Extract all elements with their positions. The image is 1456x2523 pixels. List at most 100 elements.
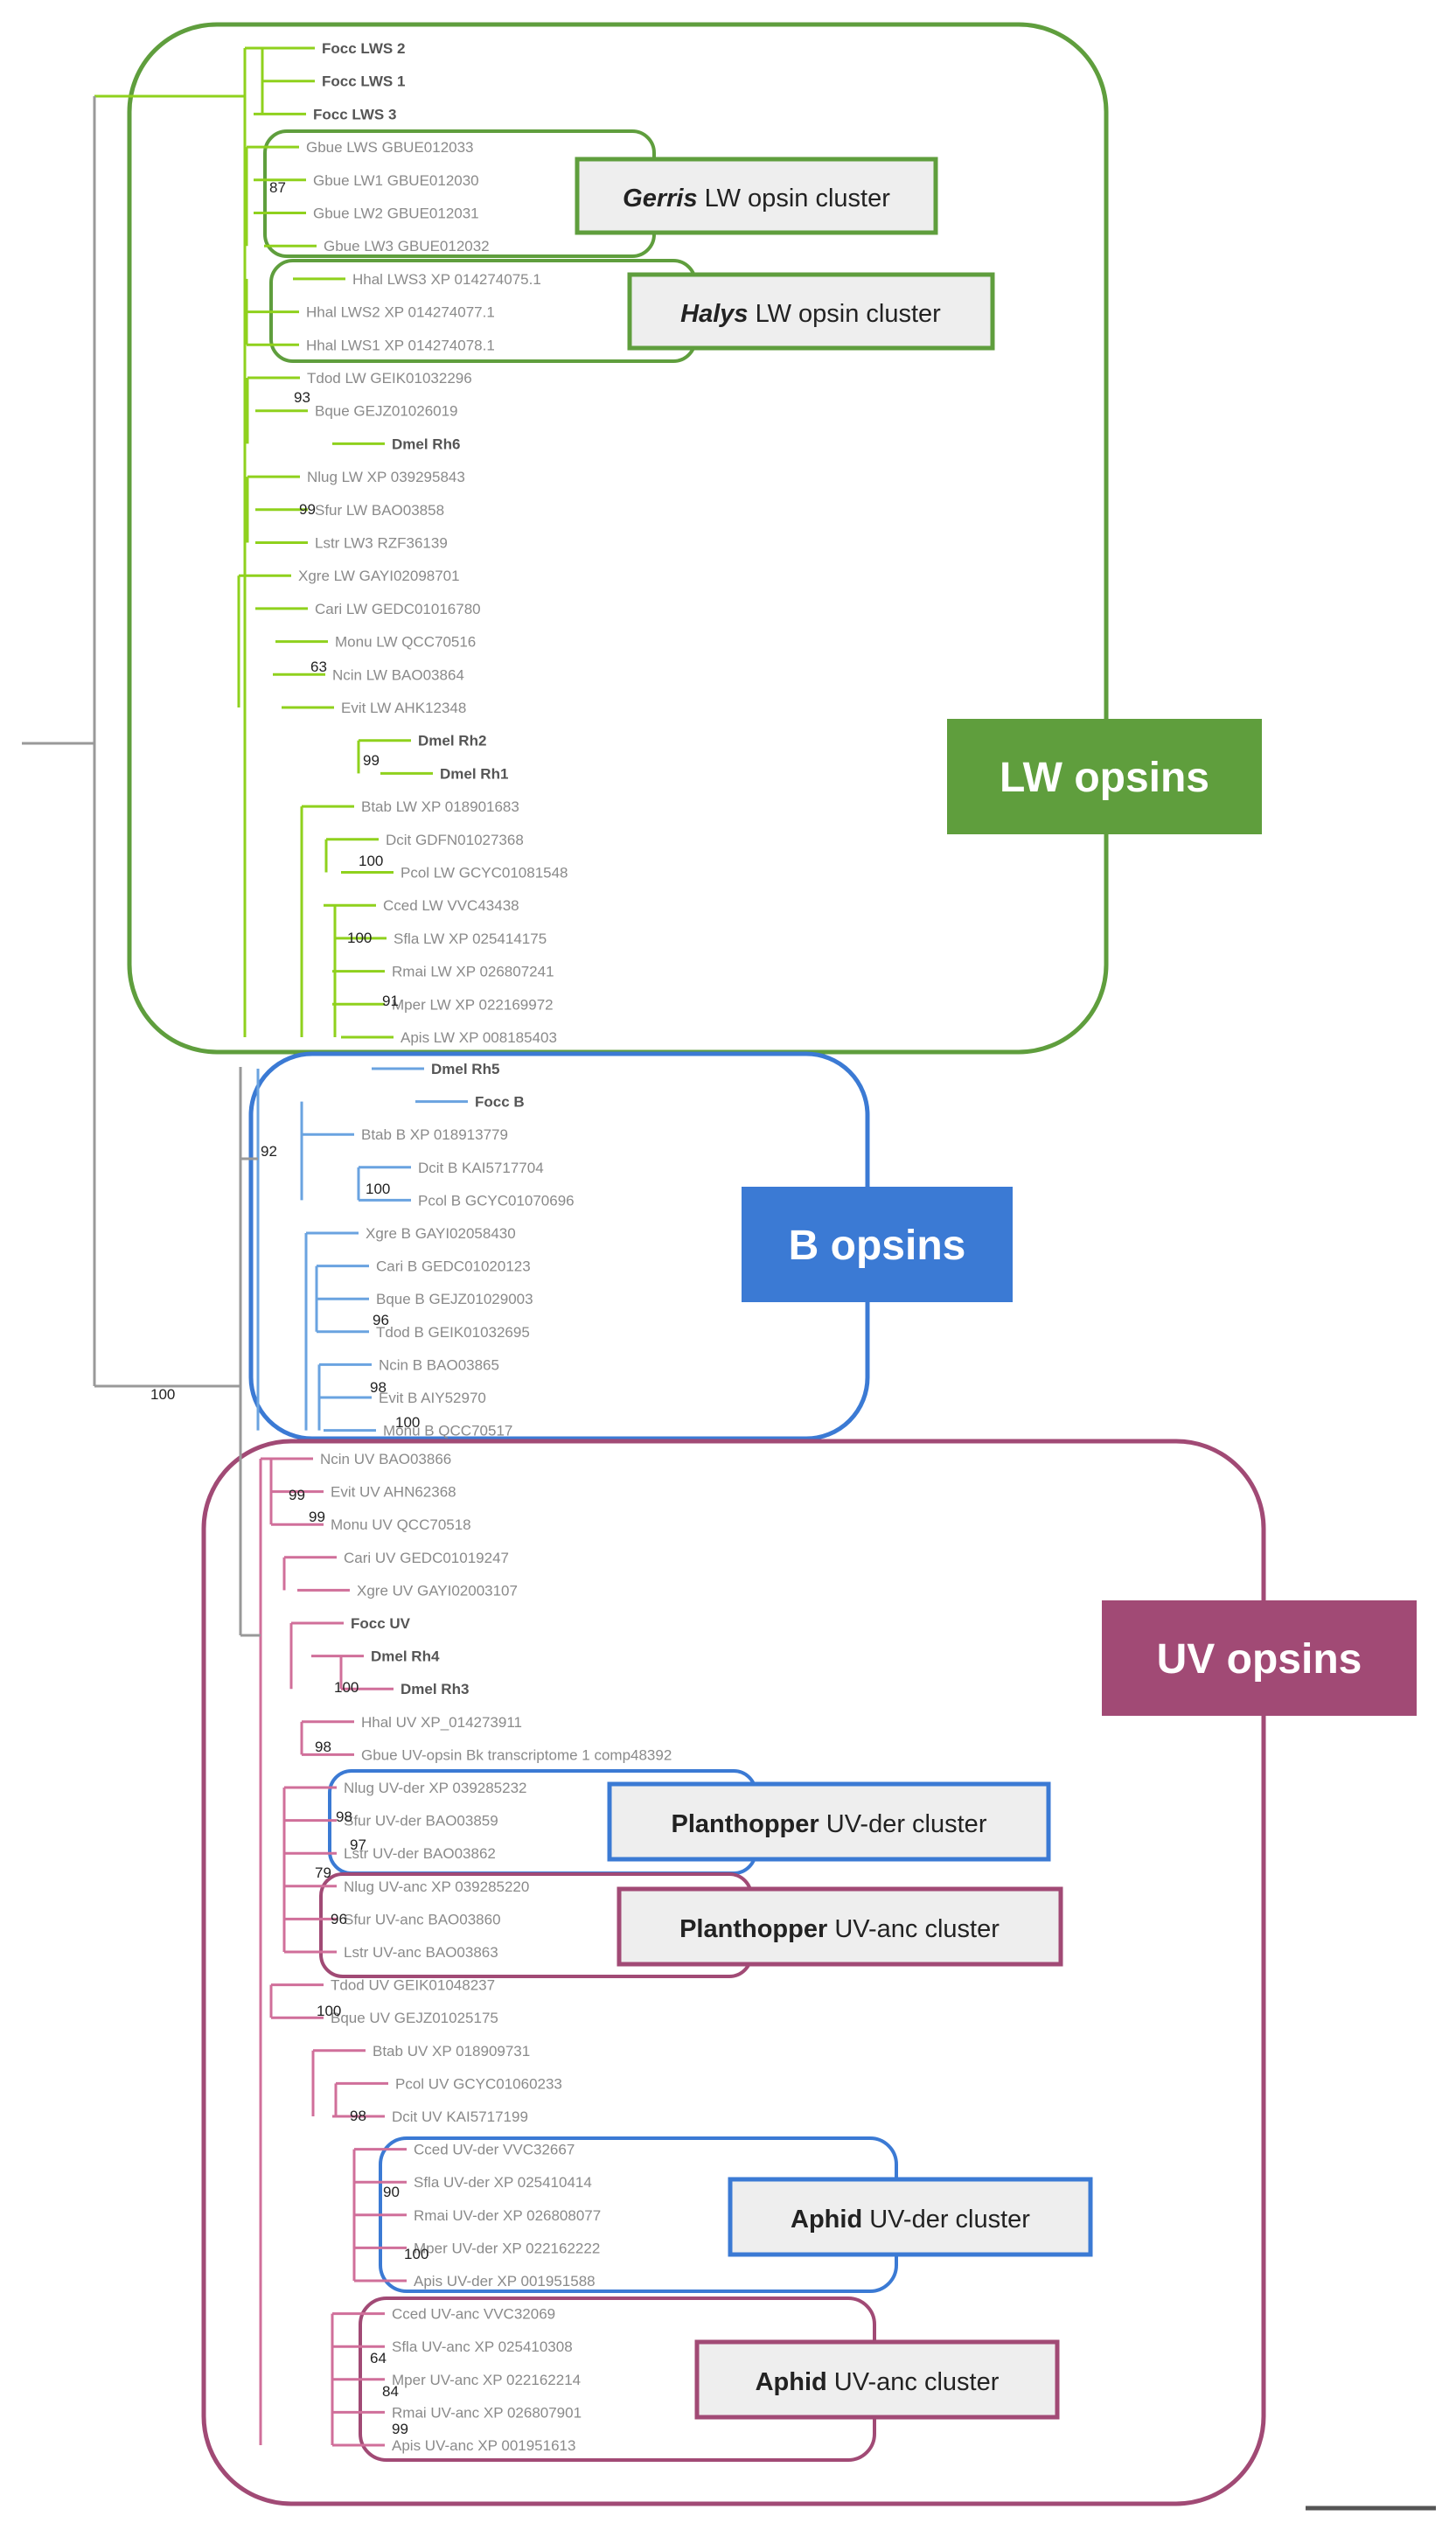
svg-text:LW opsins: LW opsins: [1000, 755, 1209, 801]
support-value: 90: [383, 2184, 400, 2200]
taxon-label: Bque B GEJZ01029003: [376, 1291, 533, 1307]
taxon-label: Ncin B BAO03865: [379, 1356, 499, 1373]
taxon-label: Btab LW XP 018901683: [361, 798, 519, 815]
taxon-label: Sfur LW BAO03858: [315, 502, 444, 519]
support-value: 99: [309, 1509, 325, 1525]
taxon-label: Lstr LW3 RZF36139: [315, 535, 448, 552]
support-value: 100: [150, 1386, 175, 1403]
support-value: 84: [382, 2383, 399, 2400]
taxon-label: Hhal UV XP_014273911: [361, 1714, 522, 1731]
taxon-label: Nlug UV-anc XP 039285220: [344, 1878, 529, 1895]
svg-text:B opsins: B opsins: [789, 1223, 966, 1269]
support-value: 98: [350, 2108, 366, 2124]
support-value: 87: [269, 179, 286, 196]
tree-branches: [22, 46, 468, 2447]
taxon-label: Mper UV-der XP 022162222: [414, 2240, 600, 2256]
support-value: 100: [404, 2246, 428, 2262]
support-value: 100: [366, 1181, 390, 1197]
taxon-label: Lstr UV-anc BAO03863: [344, 1944, 498, 1961]
taxon-label: Hhal LWS1 XP 014274078.1: [306, 337, 495, 353]
taxon-label: Sfla UV-der XP 025410414: [414, 2174, 592, 2191]
taxon-label: Dmel Rh2: [418, 733, 486, 749]
taxon-label: Cced UV-anc VVC32069: [392, 2306, 555, 2323]
taxon-label: Cari UV GEDC01019247: [344, 1550, 509, 1566]
taxon-label: Focc LWS 1: [322, 73, 405, 90]
taxon-label: Btab B XP 018913779: [361, 1126, 508, 1143]
taxon-label: Xgre UV GAYI02003107: [357, 1582, 518, 1599]
support-value: 79: [315, 1864, 331, 1881]
taxon-label: Dcit GDFN01027368: [386, 832, 524, 848]
taxon-label: Gbue LW1 GBUE012030: [313, 172, 479, 189]
taxon-label: Xgre B GAYI02058430: [366, 1225, 516, 1242]
taxon-label: Tdod UV GEIK01048237: [331, 1977, 495, 1994]
taxon-label: Cari B GEDC01020123: [376, 1258, 531, 1275]
taxon-label: Xgre LW GAYI02098701: [298, 568, 460, 584]
taxon-label: Focc UV: [351, 1615, 411, 1632]
taxon-label: Focc LWS 2: [322, 40, 405, 57]
taxon-label: Dcit B KAI5717704: [418, 1160, 544, 1176]
taxon-label: Monu UV QCC70518: [331, 1516, 471, 1533]
support-value: 100: [395, 1414, 420, 1431]
taxon-label: Apis UV-anc XP 001951613: [392, 2437, 575, 2454]
support-value: 64: [370, 2350, 387, 2366]
taxon-label: Mper LW XP 022169972: [392, 996, 554, 1013]
taxon-label: Apis LW XP 008185403: [401, 1029, 557, 1046]
taxon-label: Nlug UV-der XP 039285232: [344, 1780, 527, 1796]
support-value: 99: [363, 752, 380, 769]
taxon-label: Ncin LW BAO03864: [332, 666, 464, 683]
taxon-label: Evit LW AHK12348: [341, 700, 466, 716]
taxon-label: Evit B AIY52970: [379, 1390, 486, 1406]
lw-opsins-label: LW opsins: [947, 719, 1262, 834]
taxon-label: Sfur UV-der BAO03859: [344, 1813, 498, 1830]
planthopper-uv-der-label: Planthopper UV-der cluster: [607, 1781, 1051, 1862]
taxon-label: Sfla UV-anc XP 025410308: [392, 2338, 573, 2355]
b-opsins-label: B opsins: [742, 1187, 1013, 1302]
taxon-label: Apis UV-der XP 001951588: [414, 2273, 596, 2290]
taxon-label: Dmel Rh4: [371, 1648, 440, 1665]
taxon-label: Cari LW GEDC01016780: [315, 601, 481, 617]
taxon-label: Focc B: [475, 1094, 525, 1111]
planthopper-uv-anc-label: Planthopper UV-anc cluster: [617, 1886, 1063, 1967]
aphid-uv-anc-label: Aphid UV-anc cluster: [694, 2339, 1060, 2420]
taxon-label: Btab UV XP 018909731: [373, 2043, 530, 2060]
svg-text:Planthopper UV-der cluster: Planthopper UV-der cluster: [672, 1810, 987, 1838]
taxon-label: Rmai LW XP 026807241: [392, 964, 554, 980]
svg-text:Aphid UV-der cluster: Aphid UV-der cluster: [791, 2206, 1030, 2234]
support-values: 8793996399100100919210096981001009999100…: [150, 179, 428, 2437]
support-value: 99: [392, 2421, 408, 2437]
taxon-label: Dcit UV KAI5717199: [392, 2108, 528, 2125]
taxon-label: Gbue LW3 GBUE012032: [324, 238, 490, 254]
taxon-label: Pcol B GCYC01070696: [418, 1192, 575, 1209]
taxon-label: Sfla LW XP 025414175: [394, 930, 547, 947]
support-value: 100: [334, 1679, 359, 1696]
taxon-label: Evit UV AHN62368: [331, 1484, 456, 1501]
taxon-label: Tdod B GEIK01032695: [376, 1324, 530, 1341]
gerris-cluster-label: Gerris LW opsin cluster: [575, 157, 938, 235]
taxon-label: Monu B QCC70517: [383, 1423, 512, 1439]
taxon-label: Tdod LW GEIK01032296: [307, 370, 472, 387]
aphid-uv-der-label: Aphid UV-der cluster: [728, 2177, 1093, 2257]
support-value: 63: [310, 659, 327, 675]
taxon-label: Bque GEJZ01026019: [315, 403, 458, 420]
support-value: 92: [261, 1143, 277, 1160]
support-value: 99: [289, 1487, 305, 1503]
support-value: 100: [359, 853, 383, 869]
support-value: 100: [317, 2003, 341, 2019]
support-value: 98: [336, 1809, 352, 1825]
taxon-label: Gbue LWS GBUE012033: [306, 139, 474, 156]
support-value: 96: [331, 1911, 347, 1927]
svg-text:Aphid UV-anc cluster: Aphid UV-anc cluster: [756, 2368, 1000, 2396]
svg-text:Halys LW opsin cluster: Halys LW opsin cluster: [680, 300, 941, 328]
taxon-label: Pcol LW GCYC01081548: [401, 865, 568, 882]
taxon-label: Dmel Rh1: [440, 765, 508, 782]
svg-text:UV opsins: UV opsins: [1157, 1636, 1362, 1683]
taxon-label: Rmai UV-anc XP 026807901: [392, 2404, 582, 2421]
support-value: 97: [350, 1836, 366, 1853]
support-value: 98: [315, 1739, 331, 1755]
uv-opsins-frame: [201, 1439, 1266, 2506]
taxon-label: Hhal LWS2 XP 014274077.1: [306, 304, 495, 321]
taxon-label: Mper UV-anc XP 022162214: [392, 2372, 581, 2388]
taxon-label: Dmel Rh5: [431, 1061, 499, 1077]
